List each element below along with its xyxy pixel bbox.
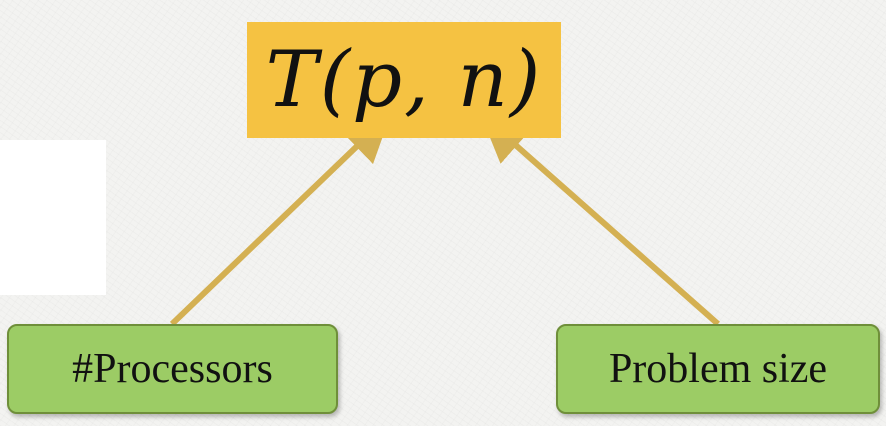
problem-size-label: Problem size [608, 346, 828, 392]
processors-label-box: #Processors [7, 324, 338, 414]
problem-size-label-box: Problem size [556, 324, 880, 414]
arrow-problem-size-to-n [480, 114, 720, 327]
white-panel [0, 140, 106, 295]
arrow-processors-to-p [169, 113, 391, 327]
formula-box: T(p, n) [247, 22, 561, 138]
formula-text: T(p, n) [265, 35, 543, 125]
processors-label: #Processors [72, 346, 273, 392]
